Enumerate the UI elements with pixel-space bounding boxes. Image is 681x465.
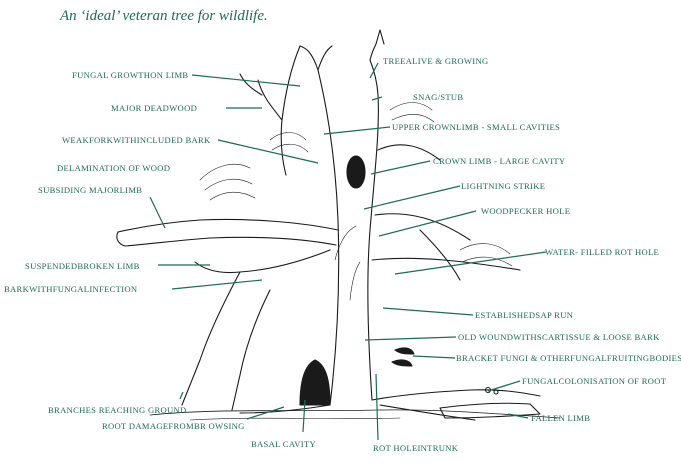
label-rot-hole-in-trunk: ROT HOLEINTRUNK xyxy=(373,443,459,453)
label-fallen-limb: FALLEN LIMB xyxy=(531,413,591,423)
label-crown-limb-large-cavity: CROWN LIMB - LARGE CAVITY xyxy=(433,156,566,166)
label-old-wound-scar-tissue: OLD WOUNDWITHSCARTISSUE & LOOSE BARK xyxy=(458,332,660,342)
label-bark-with-fungal-infection: BARKWITHFUNGALINFECTION xyxy=(4,284,138,294)
label-basal-cavity: BASAL CAVITY xyxy=(251,439,316,449)
label-major-deadwood: MAJOR DEADWOOD xyxy=(111,103,198,113)
label-subsiding-major-limb: SUBSIDING MAJORLIMB xyxy=(38,185,143,195)
label-suspended-broken-limb: SUSPENDEDBROKEN LIMB xyxy=(25,261,140,271)
label-woodpecker-hole: WOODPECKER HOLE xyxy=(481,206,571,216)
label-established-sap-run: ESTABLISHEDSAP RUN xyxy=(475,310,574,320)
label-snag-stub: SNAG/STUB xyxy=(413,92,464,102)
diagram-title: An ‘ideal’ veteran tree for wildlife. xyxy=(60,8,268,24)
label-lightning-strike: LIGHTNING STRIKE xyxy=(461,181,546,191)
label-water-filled-rot-hole: WATER- FILLED ROT HOLE xyxy=(545,247,660,257)
label-branches-reaching-ground: BRANCHES REACHING GROUND xyxy=(48,405,187,415)
label-tree-alive-growing: TREEALIVE & GROWING xyxy=(383,56,489,66)
label-fungal-colonisation-of-root: FUNGALCOLONISATION OF ROOT xyxy=(522,376,667,386)
label-bracket-fungi: BRACKET FUNGI & OTHERFUNGALFRUITINGBODIE… xyxy=(456,353,681,363)
label-root-damage-from-browsing: ROOT DAMAGEFROMBR OWSING xyxy=(102,421,245,431)
label-delamination-of-wood: DELAMINATION OF WOOD xyxy=(57,163,171,173)
label-upper-crown-limb-small-cavities: UPPER CROWNLIMB - SMALL CAVITIES xyxy=(392,122,561,132)
label-weak-fork-included-bark: WEAKFORKWITHINCLUDED BARK xyxy=(62,135,211,145)
label-fungal-growth-on-limb: FUNGAL GROWTHON LIMB xyxy=(72,70,189,80)
